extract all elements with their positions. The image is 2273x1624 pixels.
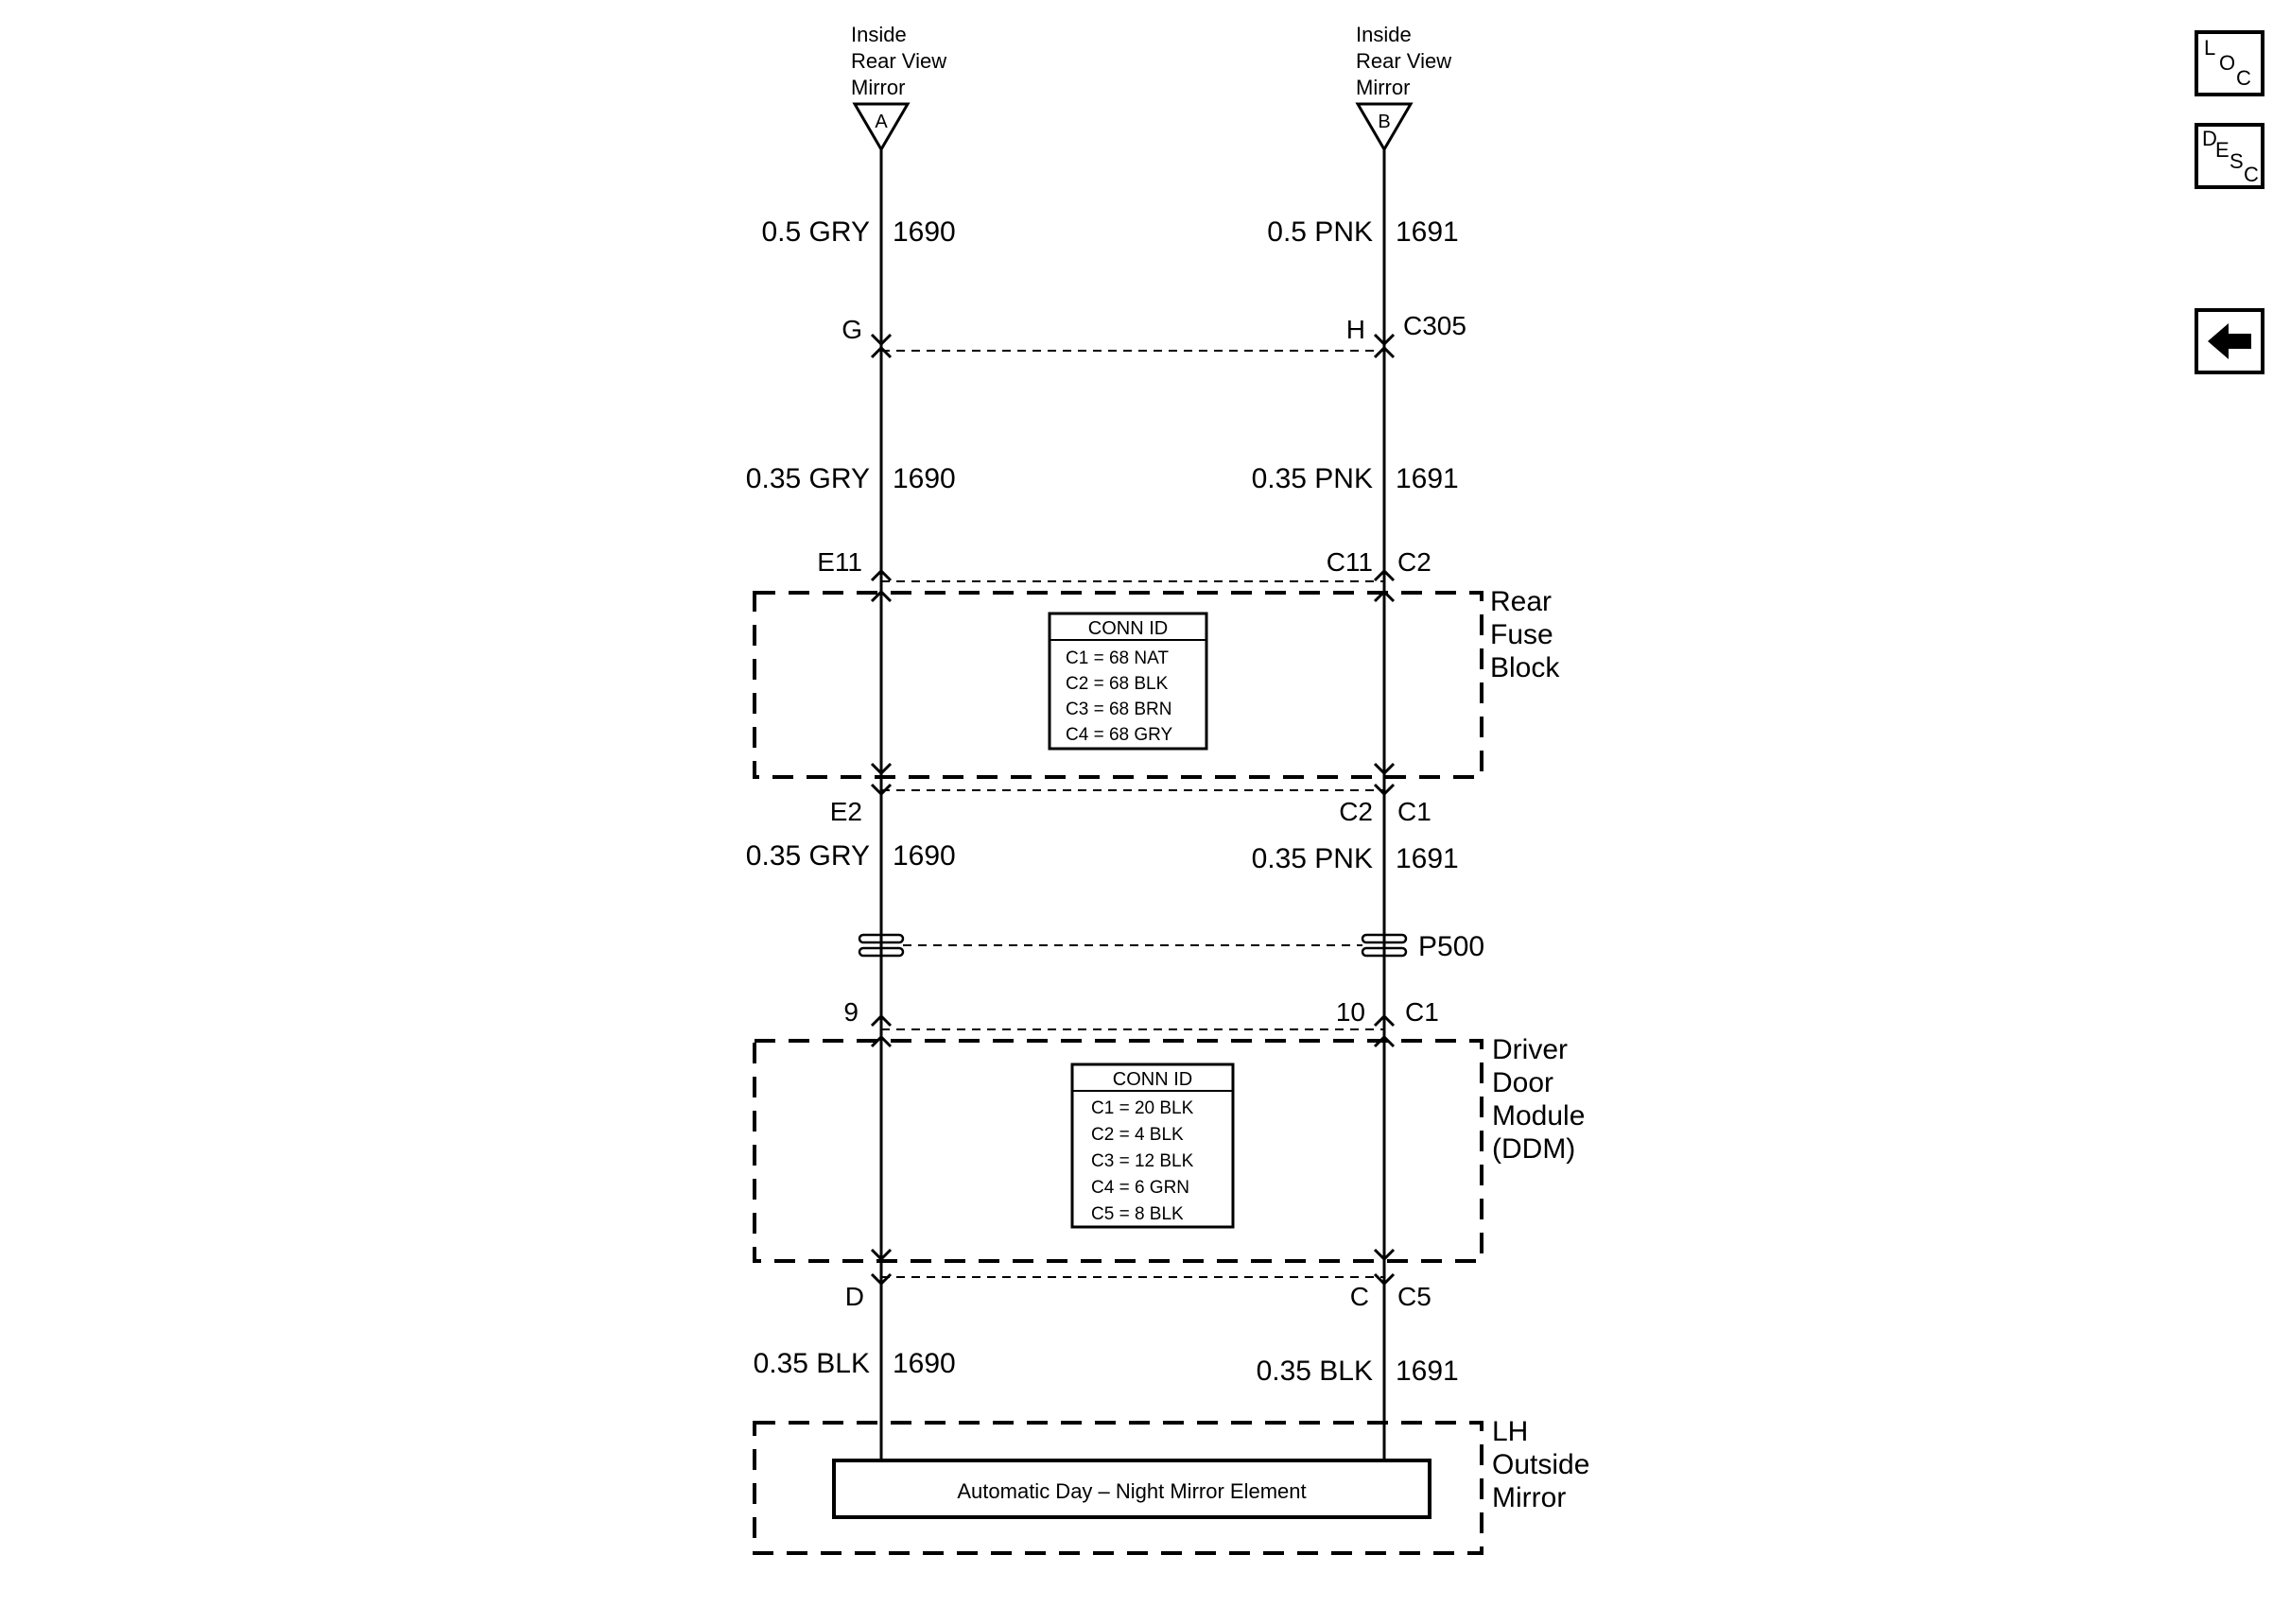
wire-a1-circuit: 1690 [893, 216, 956, 248]
svg-text:Inside: Inside [1356, 23, 1412, 46]
connector-c305 [870, 333, 1396, 359]
back-button[interactable] [2195, 308, 2264, 374]
svg-text:Module: Module [1492, 1100, 1585, 1132]
svg-text:C2 = 68 BLK: C2 = 68 BLK [1066, 674, 1169, 694]
ddm-top-name: C1 [1405, 997, 1439, 1027]
ddm-label: Driver Door Module (DDM) [1492, 1034, 1585, 1165]
svg-text:C4 = 68 GRY: C4 = 68 GRY [1066, 725, 1173, 745]
svg-text:CONN ID: CONN ID [1113, 1069, 1192, 1090]
wire-b2-circuit: 1691 [1396, 463, 1459, 494]
wire-a4-gauge: 0.35 BLK [754, 1348, 870, 1379]
c305-pin-h: H [1346, 315, 1365, 344]
wire-a4-circuit: 1690 [893, 1348, 956, 1379]
mirror-element-box [832, 1459, 1431, 1519]
wire-b1-circuit: 1691 [1396, 216, 1459, 248]
p500-name: P500 [1418, 931, 1484, 962]
svg-text:C1 = 20 BLK: C1 = 20 BLK [1091, 1098, 1194, 1118]
ddm-conn-id-table: CONN ID C1 = 20 BLK C2 = 4 BLK C3 = 12 B… [1070, 1063, 1235, 1229]
ddm-box [753, 1039, 1484, 1263]
rear-fuse-block-label: Rear Fuse Block [1490, 586, 1560, 683]
svg-text:Rear View: Rear View [1356, 49, 1451, 73]
wire-b4-gauge: 0.35 BLK [1257, 1356, 1373, 1387]
connector-rfb-bottom [870, 762, 1396, 797]
wire-b2-gauge: 0.35 PNK [1252, 463, 1373, 494]
svg-text:Mirror: Mirror [851, 76, 905, 99]
c305-name: C305 [1403, 311, 1466, 340]
wire-a3-gauge: 0.35 GRY [746, 840, 870, 872]
rfb-top-pin-e11: E11 [817, 547, 862, 577]
loc-button[interactable]: L O C [2195, 30, 2264, 96]
svg-text:Inside: Inside [851, 23, 907, 46]
desc-letter-s: S [2230, 149, 2244, 173]
desc-letter-c: C [2244, 163, 2259, 186]
grommet-p500 [858, 933, 1408, 958]
svg-text:CONN ID: CONN ID [1088, 618, 1168, 639]
wire-b3-gauge: 0.35 PNK [1252, 843, 1373, 874]
svg-text:Mirror: Mirror [1492, 1482, 1566, 1513]
rear-fuse-block-conn-id-table: CONN ID C1 = 68 NAT C2 = 68 BLK C3 = 68 … [1048, 612, 1208, 751]
mirror-element-label: Automatic Day – Night Mirror Element [957, 1479, 1306, 1503]
svg-text:C1 = 68 NAT: C1 = 68 NAT [1066, 648, 1169, 668]
desc-letter-d: D [2202, 127, 2217, 150]
ddm-bottom-name: C5 [1397, 1282, 1431, 1311]
svg-text:(DDM): (DDM) [1492, 1133, 1575, 1165]
svg-text:Outside: Outside [1492, 1449, 1589, 1480]
ddm-bottom-pin-d: D [845, 1282, 864, 1311]
ddm-top-pin-10: 10 [1336, 997, 1365, 1027]
rfb-top-pin-c11: C11 [1327, 547, 1373, 577]
svg-text:C3 = 68 BRN: C3 = 68 BRN [1066, 700, 1171, 719]
c305-pin-g: G [842, 315, 862, 344]
mirror-a-label: Inside Rear View Mirror [851, 23, 946, 99]
svg-text:Fuse: Fuse [1490, 619, 1553, 650]
outside-mirror-box [753, 1421, 1484, 1555]
connector-rfb-top [870, 568, 1396, 603]
wire-a3-circuit: 1690 [893, 840, 956, 872]
back-arrow-icon [2208, 323, 2251, 359]
rfb-bottom-pin-c2: C2 [1339, 797, 1373, 826]
svg-text:Door: Door [1492, 1067, 1553, 1098]
connector-ddm-bottom [870, 1248, 1396, 1287]
terminal-a-letter: A [875, 112, 888, 132]
wire-a1-gauge: 0.5 GRY [761, 216, 870, 248]
loc-letter-o: O [2219, 51, 2236, 75]
wire-a2-circuit: 1690 [893, 463, 956, 494]
svg-text:C4 = 6 GRN: C4 = 6 GRN [1091, 1178, 1189, 1198]
svg-text:Rear: Rear [1490, 586, 1552, 617]
terminal-b-icon [1355, 102, 1414, 152]
wire-a2-gauge: 0.35 GRY [746, 463, 870, 494]
wire-b1-gauge: 0.5 PNK [1267, 216, 1373, 248]
rfb-bottom-pin-e2: E2 [830, 797, 862, 826]
rear-fuse-block-box [753, 591, 1484, 779]
terminal-a-icon [852, 102, 911, 152]
outside-mirror-label: LH Outside Mirror [1492, 1416, 1589, 1513]
loc-letter-c: C [2236, 66, 2251, 90]
connector-ddm-top [870, 1013, 1396, 1048]
ddm-top-pin-9: 9 [843, 997, 859, 1027]
svg-text:C3 = 12 BLK: C3 = 12 BLK [1091, 1151, 1194, 1171]
desc-button[interactable]: D E S C [2195, 123, 2264, 189]
svg-text:C2 = 4 BLK: C2 = 4 BLK [1091, 1125, 1184, 1145]
terminal-b-letter: B [1378, 112, 1390, 132]
wire-b3-circuit: 1691 [1396, 843, 1459, 874]
svg-text:C5 = 8 BLK: C5 = 8 BLK [1091, 1204, 1184, 1224]
desc-letter-e: E [2215, 138, 2230, 162]
svg-text:Mirror: Mirror [1356, 76, 1410, 99]
svg-text:Rear View: Rear View [851, 49, 946, 73]
loc-letter-l: L [2204, 36, 2216, 60]
mirror-b-label: Inside Rear View Mirror [1356, 23, 1451, 99]
ddm-bottom-pin-c: C [1350, 1282, 1369, 1311]
svg-text:Block: Block [1490, 652, 1560, 683]
svg-text:Driver: Driver [1492, 1034, 1568, 1065]
rfb-top-name: C2 [1397, 547, 1431, 577]
wire-b4-circuit: 1691 [1396, 1356, 1459, 1387]
svg-text:LH: LH [1492, 1416, 1528, 1447]
rfb-bottom-name: C1 [1397, 797, 1431, 826]
